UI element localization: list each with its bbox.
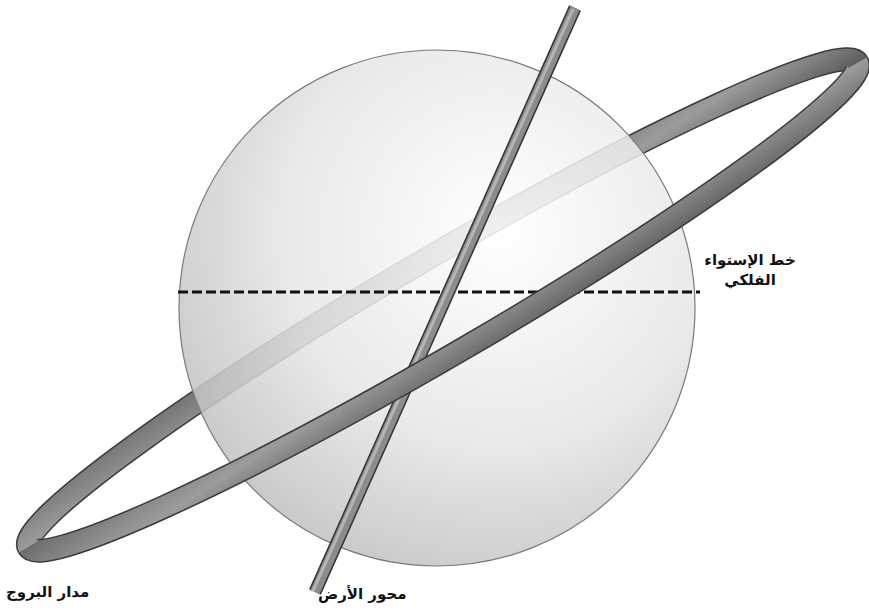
- celestial-equator-line: [178, 291, 700, 294]
- ecliptic-label: مدار البروج: [6, 582, 89, 602]
- axis-label: محور الأرض: [318, 584, 406, 604]
- ecliptic-band-front: [29, 63, 869, 589]
- equator-label: خط الإستواء الفلكي: [704, 250, 796, 291]
